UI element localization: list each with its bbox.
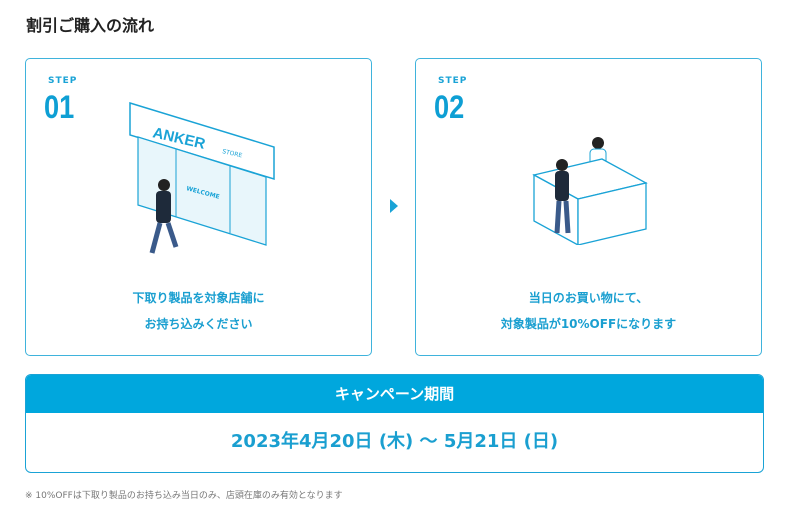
desc-line: 対象製品が10%OFFになります (500, 317, 677, 331)
arrow-right-icon (390, 199, 398, 213)
desc-line: お持ち込みください (144, 317, 253, 331)
desc-line: 当日のお買い物にて、 (528, 291, 649, 305)
step-description: 下取り製品を対象店舗に お持ち込みください (26, 285, 371, 337)
page-title: 割引ご購入の流れ (26, 16, 155, 35)
step-label: STEP (48, 76, 78, 86)
step-card-1: STEP 01 ANKER STORE WELCOME 下取り製品を対象店舗に … (25, 58, 372, 356)
step-label: STEP (438, 76, 468, 86)
svg-text:STORE: STORE (222, 148, 243, 159)
step-description: 当日のお買い物にて、 対象製品が10%OFFになります (416, 285, 761, 337)
campaign-period-box: キャンペーン期間 2023年4月20日 (木) 〜 5月21日 (日) (25, 374, 764, 473)
step-number: 01 (44, 89, 75, 125)
counter-illustration (532, 137, 648, 245)
store-illustration: ANKER STORE WELCOME (129, 101, 275, 254)
desc-line: 下取り製品を対象店舗に (132, 291, 265, 305)
campaign-heading: キャンペーン期間 (26, 375, 763, 413)
footnote: ※ 10%OFFは下取り製品のお持ち込み当日のみ、店頭在庫のみ有効となります (25, 491, 343, 501)
step-card-2: STEP 02 当日のお買い物にて、 対象製品が10%OFFになります (415, 58, 762, 356)
campaign-dates: 2023年4月20日 (木) 〜 5月21日 (日) (230, 431, 559, 452)
step-number: 02 (434, 89, 465, 125)
